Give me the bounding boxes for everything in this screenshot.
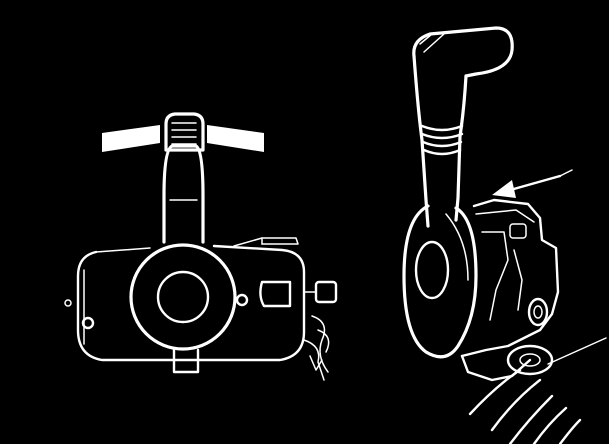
lever-head-highlight xyxy=(419,33,445,53)
control-body-side xyxy=(460,198,560,358)
right-direction-arrow-icon xyxy=(207,125,264,152)
wire-harness xyxy=(303,315,330,381)
lever-hub-inner xyxy=(156,270,210,324)
side-bolt-icon xyxy=(64,299,72,307)
body-top-edge xyxy=(475,209,535,223)
lever-arm xyxy=(162,144,205,244)
leader-line-icon xyxy=(547,337,607,365)
lever-head-side xyxy=(412,26,514,78)
cable-bundle xyxy=(468,368,582,444)
bottom-tab xyxy=(172,348,200,374)
side-nut-icon xyxy=(314,280,338,304)
lever-grip-ridges xyxy=(171,122,197,145)
wire-connector xyxy=(309,355,323,371)
lever-shaft-side xyxy=(412,54,468,228)
lower-fitting xyxy=(506,344,554,376)
lower-fitting-inner xyxy=(519,353,541,367)
body-fitting-inner xyxy=(533,305,543,319)
control-box-housing xyxy=(76,244,306,362)
pointer-arrow-tail xyxy=(559,169,573,177)
side-view xyxy=(402,26,607,444)
front-view xyxy=(64,112,338,381)
housing-top-plate xyxy=(233,237,299,247)
left-direction-arrow-icon xyxy=(102,125,160,152)
lever-grip-icon xyxy=(164,112,205,152)
body-top-button xyxy=(509,223,527,239)
screw-right-icon xyxy=(235,293,249,307)
pointer-arrow-icon xyxy=(492,180,516,198)
grip-ring-2 xyxy=(420,132,464,140)
grip-ring-3 xyxy=(421,140,463,148)
body-side-contour-2 xyxy=(513,249,523,311)
grip-ring-1 xyxy=(420,124,464,132)
lever-hub-outer xyxy=(129,243,237,351)
hub-highlight xyxy=(445,213,469,281)
control-box-top-edge xyxy=(95,247,151,253)
body-side-contour xyxy=(481,231,509,321)
grip-ring-4 xyxy=(422,148,462,156)
body-fitting-icon xyxy=(527,297,549,327)
hub-boss-side xyxy=(414,240,450,300)
screw-left-icon xyxy=(81,316,95,330)
right-side-knob xyxy=(259,280,292,308)
hub-disc-side xyxy=(402,204,478,359)
